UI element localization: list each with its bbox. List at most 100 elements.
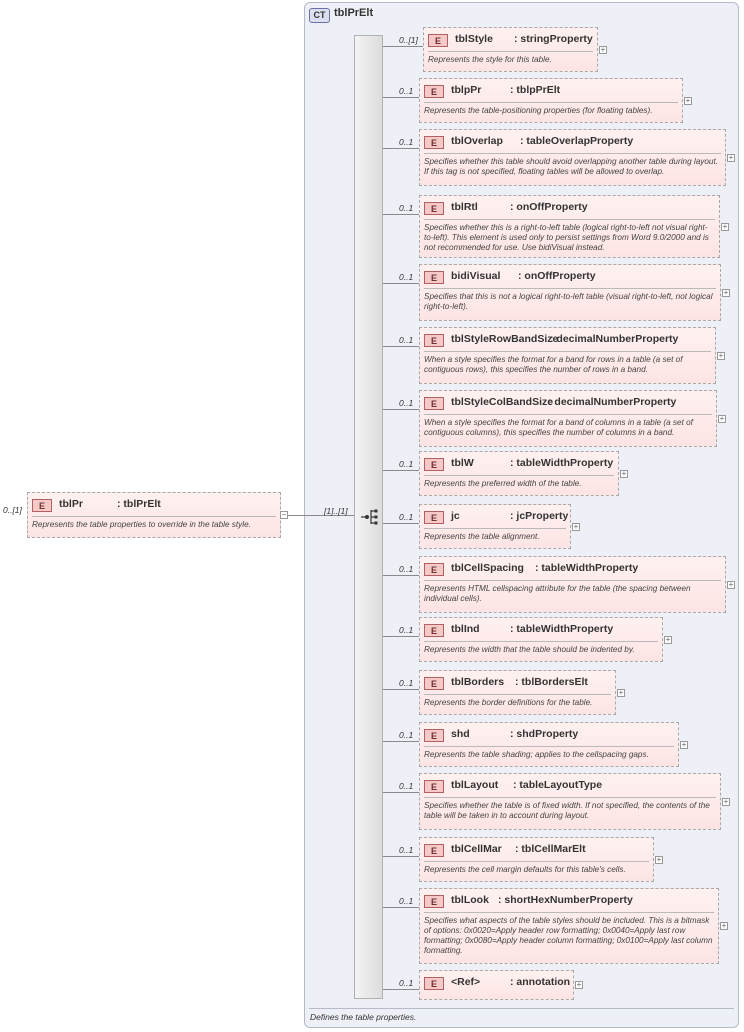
element-type: : shdProperty xyxy=(510,728,579,740)
connector-line xyxy=(383,346,419,347)
connector-line xyxy=(383,575,419,576)
element-divider xyxy=(424,912,714,913)
connector-line xyxy=(383,214,419,215)
element-type: : decimalNumberProperty xyxy=(548,396,677,408)
connector-line xyxy=(383,523,419,524)
element-name: jc xyxy=(451,510,460,522)
expand-icon[interactable]: + xyxy=(655,855,663,864)
element-type: : tableWidthProperty xyxy=(510,457,614,469)
element-divider xyxy=(424,528,566,529)
collapse-icon[interactable]: − xyxy=(280,510,288,519)
expand-icon[interactable]: + xyxy=(720,921,728,930)
element-name: shd xyxy=(451,728,470,740)
element-documentation: When a style specifies the format for a … xyxy=(424,418,693,437)
connector-line xyxy=(383,792,419,793)
connector-line xyxy=(383,46,423,47)
expand-icon[interactable]: + xyxy=(722,797,730,806)
element-name: tblStyleRowBandSize xyxy=(451,333,559,345)
connector-line xyxy=(383,636,419,637)
element-box[interactable]: E <Ref> : annotation xyxy=(419,970,574,1000)
connector-line xyxy=(383,989,419,990)
root-occurrence: 0..[1] xyxy=(3,505,22,515)
sequence-occurrence: [1]..[1] xyxy=(324,506,348,516)
element-documentation: Represents the width that the table shou… xyxy=(424,645,635,654)
expand-icon[interactable]: + xyxy=(572,522,580,531)
element-type: : jcProperty xyxy=(510,510,569,522)
root-element-box[interactable]: E tblPr : tblPrElt Represents the table … xyxy=(27,492,281,538)
element-occurrence: 0..1 xyxy=(399,335,414,345)
element-badge: E xyxy=(424,977,444,990)
expand-icon[interactable]: + xyxy=(717,351,725,360)
element-occurrence: 0..1 xyxy=(399,625,414,635)
sequence-icon[interactable] xyxy=(360,508,380,526)
element-badge: E xyxy=(424,85,444,98)
element-documentation: Represents the table-positioning propert… xyxy=(424,106,653,115)
element-badge: E xyxy=(32,499,52,512)
element-name: tblCellMar xyxy=(451,843,502,855)
element-badge: E xyxy=(424,271,444,284)
expand-icon[interactable]: + xyxy=(680,740,688,749)
element-divider xyxy=(424,641,658,642)
element-documentation: Specifies whether this table should avoi… xyxy=(424,157,719,176)
element-divider xyxy=(424,351,711,352)
expand-icon[interactable]: + xyxy=(575,980,583,989)
complex-type-divider xyxy=(309,1008,734,1009)
expand-icon[interactable]: + xyxy=(599,45,607,54)
element-name: tblCellSpacing xyxy=(451,562,524,574)
element-divider xyxy=(424,414,712,415)
complex-type-badge: CT xyxy=(309,8,330,23)
expand-icon[interactable]: + xyxy=(727,580,735,589)
element-badge: E xyxy=(424,677,444,690)
element-type: : tblBordersElt xyxy=(515,676,588,688)
element-badge: E xyxy=(424,136,444,149)
element-occurrence: 0..1 xyxy=(399,86,414,96)
expand-icon[interactable]: + xyxy=(727,153,735,162)
element-name: tblW xyxy=(451,457,474,469)
connector-line xyxy=(383,907,419,908)
element-type: : tableLayoutType xyxy=(513,779,603,791)
expand-icon[interactable]: + xyxy=(722,288,730,297)
element-divider xyxy=(424,475,614,476)
element-type: : annotation xyxy=(510,976,571,988)
expand-icon[interactable]: + xyxy=(721,222,729,231)
element-occurrence: 0..1 xyxy=(399,512,414,522)
expand-icon[interactable]: + xyxy=(664,635,672,644)
element-name: <Ref> xyxy=(451,976,481,988)
element-type: : tblPrElt xyxy=(117,498,161,510)
element-badge: E xyxy=(424,202,444,215)
element-badge: E xyxy=(424,334,444,347)
expand-icon[interactable]: + xyxy=(684,96,692,105)
element-name: bidiVisual xyxy=(451,270,501,282)
element-occurrence: 0..1 xyxy=(399,203,414,213)
element-occurrence: 0..1 xyxy=(399,730,414,740)
element-divider xyxy=(424,861,649,862)
element-occurrence: 0..1 xyxy=(399,137,414,147)
expand-icon[interactable]: + xyxy=(620,469,628,478)
connector-line xyxy=(383,856,419,857)
element-badge: E xyxy=(424,844,444,857)
element-divider xyxy=(424,746,674,747)
expand-icon[interactable]: + xyxy=(718,414,726,423)
element-occurrence: 0..1 xyxy=(399,398,414,408)
expand-icon[interactable]: + xyxy=(617,688,625,697)
element-divider xyxy=(424,580,721,581)
element-documentation: When a style specifies the format for a … xyxy=(424,355,683,374)
element-documentation: Specifies what aspects of the table styl… xyxy=(424,916,713,955)
element-documentation: Represents the style for this table. xyxy=(428,55,552,64)
